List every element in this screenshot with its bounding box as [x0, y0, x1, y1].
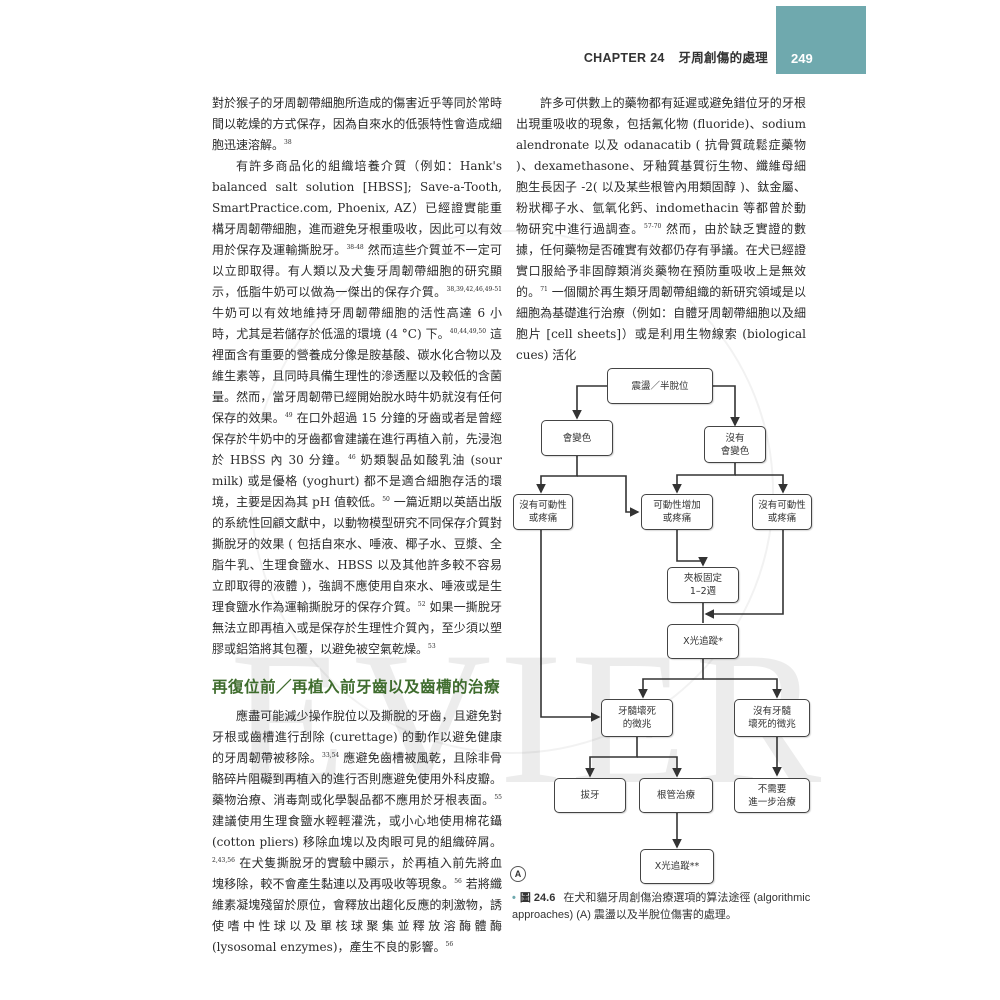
- citation: 2,43,56: [212, 857, 235, 864]
- section-heading: 再復位前／再植入前牙齒以及齒槽的治療: [212, 678, 501, 696]
- citation: 38-48: [346, 244, 364, 251]
- paragraph: 有許多商品化的組織培養介質（例如：Hank's balanced salt so…: [212, 159, 502, 656]
- paragraph: 對於猴子的牙周韌帶細胞所造成的傷害近乎等同於常時間以乾燥的方式保存，因為自來水的…: [212, 96, 502, 152]
- node-no-further-treatment: 不需要 進一步治療: [734, 778, 810, 813]
- citation: 55: [494, 794, 502, 801]
- node-extraction: 拔牙: [554, 778, 626, 813]
- left-column: 對於猴子的牙周韌帶細胞所造成的傷害近乎等同於常時間以乾燥的方式保存，因為自來水的…: [212, 93, 502, 958]
- citation: 56: [445, 941, 454, 948]
- page-number-tab: 249: [776, 6, 866, 74]
- page-header: CHAPTER 24 牙周創傷的處理 249: [0, 6, 1000, 76]
- node-splint: 夾板固定 1–2週: [667, 567, 739, 603]
- caption-text: 在犬和貓牙周創傷治療選項的算法途徑 (algorithmic approache…: [512, 892, 811, 921]
- citation: 38,39,42,46,49-51: [446, 286, 502, 293]
- citation: 56: [454, 878, 462, 885]
- node-mobility-increase: 可動性增加 或疼痛: [641, 494, 713, 530]
- citation: 52: [417, 601, 426, 608]
- citation: 40,44,49,50: [449, 328, 487, 335]
- chapter-number: CHAPTER 24: [583, 51, 665, 65]
- citation: 50: [382, 496, 390, 503]
- node-pulp-necrosis: 牙髓壞死 的徵兆: [601, 699, 673, 737]
- node-no-mobility-right: 沒有可動性 或疼痛: [752, 494, 812, 530]
- figure-number: 圖 24.6: [519, 892, 556, 904]
- citation: 33,54: [322, 752, 340, 759]
- node-no-mobility-left: 沒有可動性 或疼痛: [513, 494, 573, 530]
- citation: 49: [284, 412, 293, 419]
- right-column: 許多可供數上的藥物都有延遲或避免錯位牙的牙根出現重吸收的現象，包括氟化物 (fl…: [516, 93, 806, 366]
- running-head: CHAPTER 24 牙周創傷的處理: [584, 47, 768, 66]
- node-no-discoloration: 沒有 會變色: [704, 426, 766, 463]
- node-discoloration: 會變色: [541, 420, 613, 456]
- paragraph: 應盡可能減少操作脫位以及撕脫的牙齒，且避免對牙根或齒槽進行刮除 (curetta…: [212, 709, 502, 954]
- citation: 71: [540, 286, 548, 293]
- panel-label: A: [510, 866, 526, 882]
- node-no-pulp-necrosis: 沒有牙髓 壞死的徵兆: [734, 699, 810, 737]
- page-number: 249: [791, 51, 813, 66]
- caption-bullet: •: [512, 892, 516, 904]
- node-xray-followup: X光追蹤*: [667, 624, 739, 659]
- node-root-canal: 根管治療: [639, 778, 713, 813]
- node-xray-followup-2: X光追蹤**: [640, 849, 714, 884]
- citation: 57-70: [644, 223, 662, 230]
- node-concussion-subluxation: 震盪／半脫位: [607, 368, 713, 404]
- citation: 53: [428, 643, 436, 650]
- citation: 46: [348, 454, 356, 461]
- paragraph: 許多可供數上的藥物都有延遲或避免錯位牙的牙根出現重吸收的現象，包括氟化物 (fl…: [516, 96, 806, 362]
- chapter-title: 牙周創傷的處理: [678, 51, 768, 65]
- citation: 38: [284, 139, 292, 146]
